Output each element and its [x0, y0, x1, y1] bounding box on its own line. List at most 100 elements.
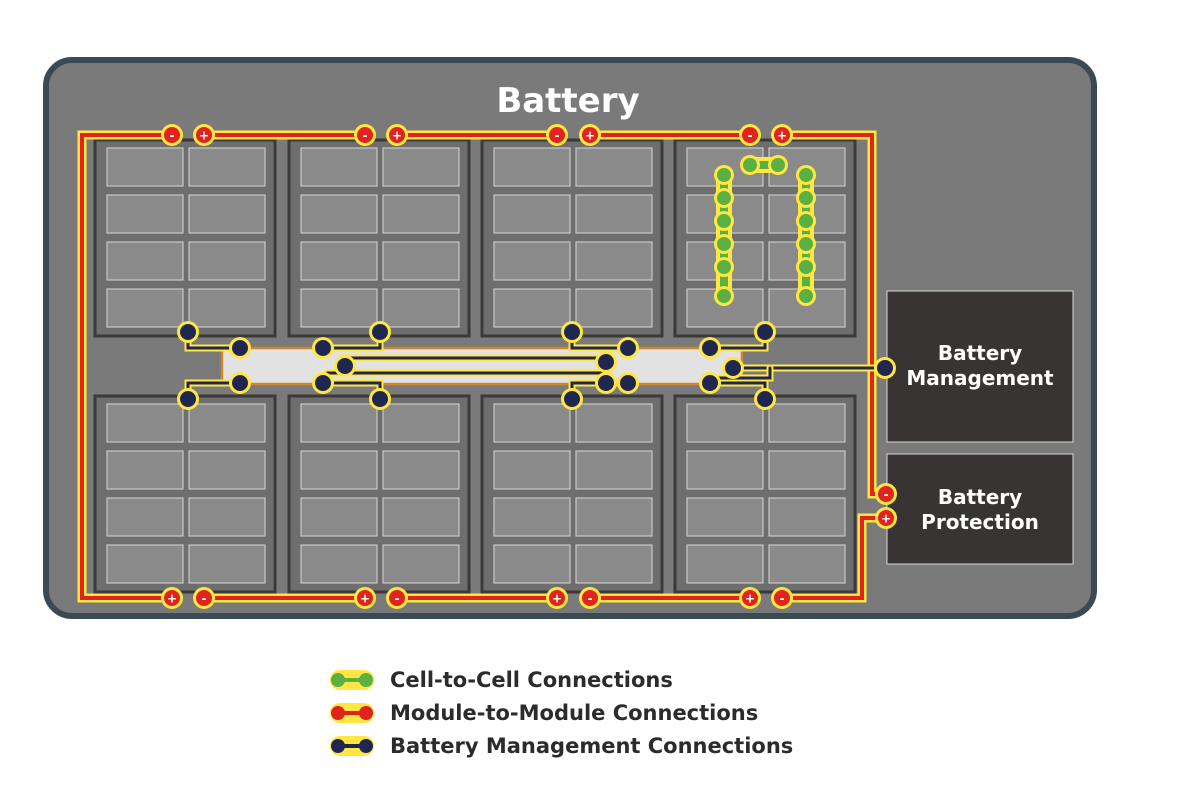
legend-swatch-module-to-module	[330, 703, 374, 723]
terminal-top-negative-2	[357, 127, 373, 143]
battery-cell	[188, 194, 266, 234]
battery-cell	[493, 544, 571, 584]
bms-sensor-contact-8	[315, 375, 331, 391]
legend-label-battery-management: Battery Management Connections	[390, 734, 793, 758]
terminal-bottom-negative-2-symbol: -	[395, 592, 400, 606]
battery-cell	[493, 147, 571, 187]
terminal-bottom-negative-4-symbol: -	[780, 592, 785, 606]
battery-title: Battery	[496, 81, 639, 121]
battery-cell	[106, 241, 184, 281]
battery-module-6	[287, 394, 471, 594]
terminal-top-positive-1	[196, 127, 212, 143]
cell-chain-right-cell-contact-2	[799, 191, 813, 205]
battery-cell	[382, 194, 460, 234]
battery-cell	[188, 544, 266, 584]
battery-cell	[188, 403, 266, 443]
battery-cell	[575, 288, 653, 328]
battery-cell	[686, 450, 764, 490]
legend: Cell-to-Cell Connections Module-to-Modul…	[330, 668, 793, 758]
cell-chain-right-cell-contact-1	[799, 168, 813, 182]
battery-cell	[382, 450, 460, 490]
battery-cell	[575, 544, 653, 584]
terminal-top-negative-4-symbol: -	[748, 129, 753, 143]
battery-cell	[300, 497, 378, 537]
legend-swatch-battery-management	[330, 736, 374, 756]
terminal-protection-negative	[878, 486, 894, 502]
bms-sensor-contact-3	[180, 391, 196, 407]
battery-cell	[382, 403, 460, 443]
terminal-top-negative-2-symbol: -	[363, 129, 368, 143]
management-bus	[220, 346, 744, 386]
terminal-bottom-negative-3	[582, 590, 598, 606]
bms-sensor-contact-21	[877, 360, 893, 376]
cell-chain-right-cell-contact-4	[799, 237, 813, 251]
battery-cell	[106, 288, 184, 328]
bms-sensor-contact-19	[598, 375, 614, 391]
cell-chain-right-cell-contact-5	[799, 260, 813, 274]
legend-swatch-cell-to-cell	[330, 670, 374, 690]
bms-sensor-contact-14	[702, 340, 718, 356]
terminal-top-positive-2-symbol: +	[392, 129, 402, 143]
battery-management-label-line2: Management	[906, 366, 1054, 390]
terminal-top-positive-4-symbol: +	[777, 129, 787, 143]
battery-cell	[382, 288, 460, 328]
battery-cell	[188, 147, 266, 187]
terminal-bottom-negative-4	[774, 590, 790, 606]
battery-management-wiring	[177, 321, 896, 410]
cell-chain-bridge-cell-contact-2	[771, 158, 785, 172]
battery-cell	[300, 241, 378, 281]
swatch-dot-left	[331, 706, 345, 720]
bms-sensor-contact-12	[620, 375, 636, 391]
swatch-dot-right	[359, 739, 373, 753]
bms-sensor-contact-18	[598, 354, 614, 370]
battery-cell	[382, 544, 460, 584]
battery-cell	[188, 497, 266, 537]
battery-cell	[106, 544, 184, 584]
battery-cell	[106, 497, 184, 537]
battery-cell	[106, 194, 184, 234]
bms-sensor-contact-2	[232, 340, 248, 356]
terminal-bottom-negative-3-symbol: -	[588, 592, 593, 606]
bms-sensor-contact-15	[757, 391, 773, 407]
bms-sensor-contact-9	[564, 324, 580, 340]
battery-cell	[575, 450, 653, 490]
pack-right-pos-wire	[780, 516, 887, 600]
battery-cell	[382, 147, 460, 187]
battery-cell	[768, 544, 846, 584]
battery-cell	[768, 497, 846, 537]
terminal-bottom-positive-2	[357, 590, 373, 606]
terminal-top-positive-1-symbol: +	[199, 129, 209, 143]
battery-cell	[493, 194, 571, 234]
terminal-top-positive-2	[389, 127, 405, 143]
battery-cell	[575, 194, 653, 234]
battery-cell	[493, 450, 571, 490]
battery-cell	[188, 288, 266, 328]
swatch-dot-right	[359, 706, 373, 720]
cell-to-cell-chains	[714, 155, 816, 306]
battery-cell	[575, 403, 653, 443]
battery-cell	[106, 147, 184, 187]
battery-module-7	[480, 394, 664, 594]
terminal-top-negative-1	[164, 127, 180, 143]
battery-cell	[575, 241, 653, 281]
battery-cell	[493, 288, 571, 328]
cell-chain-right-cell-contact-6	[799, 289, 813, 303]
battery-cell	[493, 497, 571, 537]
bms-sensor-contact-1	[180, 324, 196, 340]
bms-sensor-contact-13	[757, 324, 773, 340]
battery-cell	[106, 403, 184, 443]
battery-cell	[188, 241, 266, 281]
terminal-protection-negative-symbol: -	[884, 488, 889, 502]
battery-cell	[300, 147, 378, 187]
bms-sensor-contact-4	[232, 375, 248, 391]
battery-protection-label-line1: Battery	[938, 485, 1022, 509]
swatch-dot-left	[331, 673, 345, 687]
battery-cell	[575, 147, 653, 187]
battery-protection-label-line2: Protection	[921, 510, 1039, 534]
bms-sensor-contact-16	[702, 375, 718, 391]
bms-sensor-contact-11	[564, 391, 580, 407]
terminal-bottom-positive-3	[549, 590, 565, 606]
battery-cell	[300, 403, 378, 443]
battery-cell	[493, 403, 571, 443]
pack-left-wire	[80, 133, 174, 600]
